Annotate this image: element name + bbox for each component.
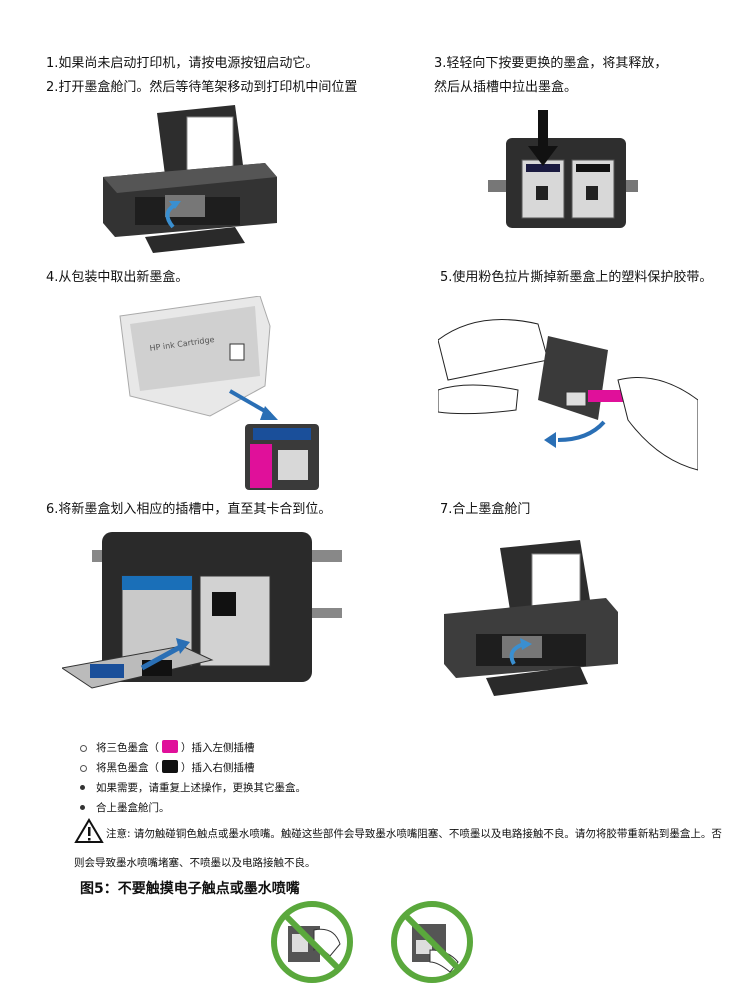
no-touch-contacts-icon [271, 901, 353, 983]
step-7-text: 7.合上墨盒舱门 [440, 502, 531, 517]
bullet-text: 如果需要，请重复上述操作，更换其它墨盒。 [96, 782, 306, 794]
step-1-text: 1.如果尚未启动打印机，请按电源按钮启动它。 [46, 56, 319, 71]
bullet-close-door: 合上墨盒舱门。 [80, 798, 306, 818]
instruction-bullets: 将三色墨盒（ ）插入左侧插槽 将黑色墨盒（ ）插入右侧插槽 如果需要，请重复上述操作… [80, 738, 306, 818]
step-3-text-line1: 3.轻轻向下按要更换的墨盒，将其释放， [434, 56, 668, 71]
step-3-text-line2: 然后从插槽中拉出墨盒。 [434, 80, 578, 95]
printer-open-door-illustration [103, 105, 277, 253]
bullet-text: ）插入右侧插槽 [181, 762, 255, 774]
step-4-text: 4.从包装中取出新墨盒。 [46, 270, 189, 285]
bullet-marker [80, 765, 87, 772]
bullet-repeat: 如果需要，请重复上述操作，更换其它墨盒。 [80, 778, 306, 798]
figure-title: 图5：不要触摸电子触点或墨水喷嘴 [80, 881, 300, 897]
no-touch-nozzle-icon [391, 901, 473, 983]
remove-tape-illustration [438, 319, 698, 471]
bullet-marker [80, 805, 85, 810]
carriage-release-illustration [488, 110, 638, 228]
bullet-marker [80, 745, 87, 752]
bullet-text: 将三色墨盒（ [96, 742, 159, 754]
bullet-tricolor: 将三色墨盒（ ）插入左侧插槽 [80, 738, 306, 758]
tricolor-cartridge-icon [162, 740, 178, 753]
bullet-text: ）插入左侧插槽 [181, 742, 255, 754]
step-5-text: 5.使用粉色拉片撕掉新墨盒上的塑料保护胶带。 [440, 270, 713, 285]
warning-icon [74, 818, 104, 843]
printer-close-door-illustration [444, 540, 618, 696]
black-cartridge-icon [162, 760, 178, 773]
bullet-black: 将黑色墨盒（ ）插入右侧插槽 [80, 758, 306, 778]
step-6-text: 6.将新墨盒划入相应的插槽中，直至其卡合到位。 [46, 502, 332, 517]
bullet-marker [80, 785, 85, 790]
unpack-cartridge-illustration: HP ink Cartridge [119, 296, 319, 490]
caution-note: 注意: 请勿触碰铜色触点或墨水喷嘴。触碰这些部件会导致墨水喷嘴阻塞、不喷墨以及电… [74, 828, 722, 869]
step-2-text: 2.打开墨盒舱门。然后等待笔架移动到打印机中间位置 [46, 80, 358, 95]
bullet-text: 合上墨盒舱门。 [96, 802, 170, 814]
insert-cartridge-illustration [62, 532, 342, 689]
bullet-text: 将黑色墨盒（ [96, 762, 159, 774]
